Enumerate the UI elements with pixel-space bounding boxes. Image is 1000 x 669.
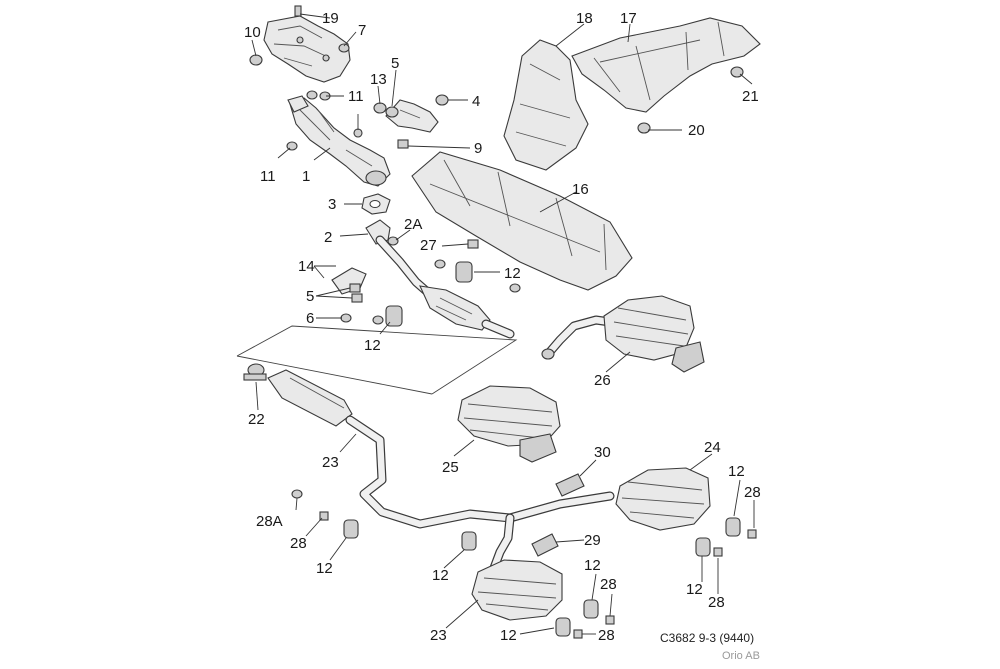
- callout-12-f: 12: [584, 557, 601, 574]
- callout-26: 26: [594, 372, 611, 389]
- callout-3: 3: [328, 196, 336, 213]
- nut-2a: [387, 236, 399, 246]
- callout-17: 17: [620, 10, 637, 27]
- nut-6: [340, 313, 352, 323]
- callout-18: 18: [576, 10, 593, 27]
- stud-15: [294, 5, 302, 17]
- callout-28-e: 28: [598, 627, 615, 644]
- callout-12-b: 12: [364, 337, 381, 354]
- rubber-mounts-12-upper: [372, 259, 521, 327]
- callout-12-a: 12: [504, 265, 521, 282]
- nuts-28: [291, 489, 757, 639]
- callout-20: 21: [742, 88, 759, 105]
- callout-28-c: 28: [600, 576, 617, 593]
- callout-25: 25: [442, 459, 459, 476]
- heat-shield-17: [571, 17, 761, 113]
- callout-29: 29: [584, 532, 601, 549]
- callout-28-a: 28: [744, 484, 761, 501]
- callout-24: 24: [704, 439, 721, 456]
- heat-shield-18: [503, 39, 589, 171]
- callout-7: 5: [391, 55, 399, 72]
- callout-2: 2: [324, 229, 332, 246]
- rear-muffler-26: [541, 295, 705, 373]
- callout-11-lower: 11: [260, 168, 276, 185]
- callout-12-e: 12: [432, 567, 449, 584]
- bolt-10: [249, 54, 263, 66]
- clamp-21: [243, 363, 267, 381]
- heat-shield-tunnel: [411, 151, 633, 291]
- callout-12-h: 12: [500, 627, 517, 644]
- bracket-7: [385, 99, 439, 133]
- callout-23: 23: [430, 627, 447, 644]
- callout-27: 27: [420, 237, 437, 254]
- sleeve-30: [555, 473, 585, 497]
- callout-4: 4: [472, 93, 480, 110]
- intermediate-pipe-22: [267, 369, 615, 573]
- callout-13: 13: [370, 71, 387, 88]
- callout-22: 23: [322, 454, 339, 471]
- callout-28-b: 28: [290, 535, 307, 552]
- copyright-text: Orio AB: [722, 650, 760, 662]
- callout-labels: 19 7 10 11 11 1 5 13 4 9 3 2 2A 27 12 14…: [244, 10, 761, 644]
- assembly-frame: [236, 325, 518, 395]
- rear-muffler-24: [615, 467, 711, 531]
- callout-16: 16: [572, 181, 589, 198]
- exhaust-manifold: [287, 95, 391, 187]
- callout-12-d: 12: [316, 560, 333, 577]
- callout-2a: 2A: [404, 216, 422, 233]
- callout-30: 30: [594, 444, 611, 461]
- leader-lines: [251, 13, 755, 635]
- nut-8: [338, 43, 350, 53]
- callout-14: 14: [298, 258, 315, 275]
- callout-5: 5: [306, 288, 314, 305]
- nut-19: [637, 122, 651, 134]
- callout-8: 7: [358, 22, 366, 39]
- callout-11-upper: 11: [348, 88, 364, 105]
- bolt-9: [397, 139, 409, 149]
- gasket-3: [361, 193, 391, 215]
- callout-10: 10: [244, 24, 261, 41]
- nut-4: [435, 94, 449, 106]
- front-pipe-catalyst: [365, 219, 515, 339]
- callout-6: 6: [306, 310, 314, 327]
- bracket-14: [331, 267, 367, 295]
- callout-9: 9: [474, 140, 482, 157]
- callout-12-c: 12: [728, 463, 745, 480]
- callout-12-g: 12: [686, 581, 703, 598]
- stud-13: [373, 102, 399, 118]
- callout-21: 22: [248, 411, 265, 428]
- rear-muffler-23: [471, 559, 563, 621]
- heat-shield-manifold: [263, 15, 351, 83]
- clip-27: [467, 239, 479, 249]
- rear-muffler-25: [457, 385, 561, 463]
- callout-1: 1: [302, 168, 310, 185]
- sleeve-29: [531, 533, 559, 557]
- figure-code: C3682 9-3 (9440): [660, 631, 754, 645]
- callout-28-d: 28: [708, 594, 725, 611]
- bolts-5: [349, 283, 363, 303]
- callout-15: 19: [322, 10, 339, 27]
- callout-19: 20: [688, 122, 705, 139]
- rubber-mounts-12-lower: [343, 517, 741, 637]
- callout-28A: 28A: [256, 513, 283, 530]
